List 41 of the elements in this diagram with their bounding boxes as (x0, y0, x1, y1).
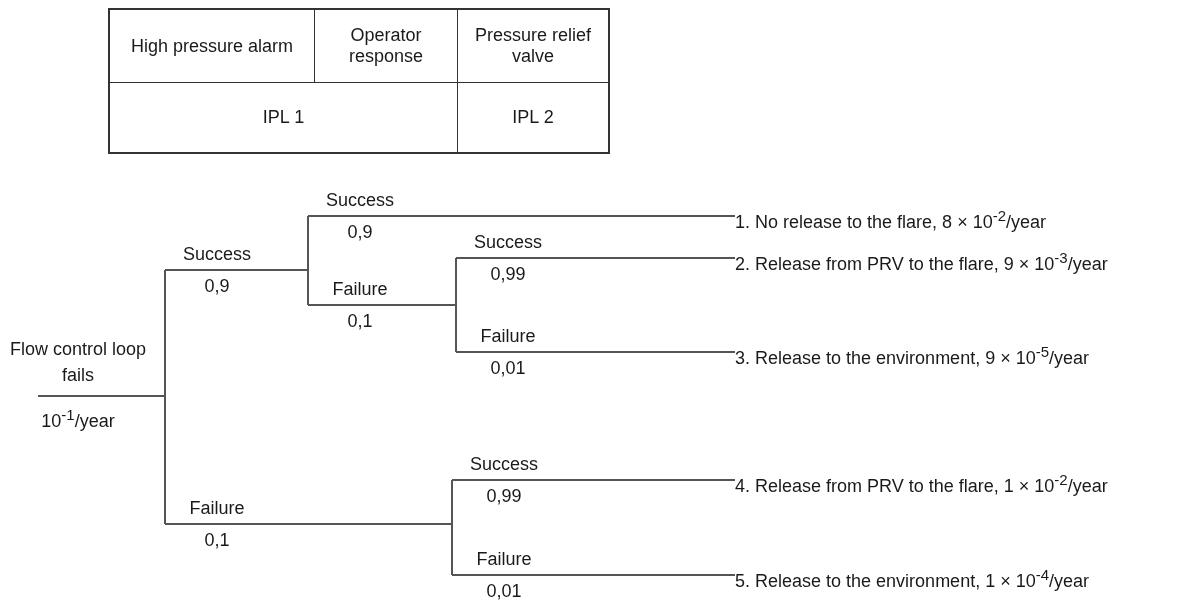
tree-line (599, 574, 736, 576)
probability-label: 0,01 (486, 580, 522, 602)
branch-state-label: Success (183, 243, 251, 265)
tree-line (599, 479, 736, 481)
outcome-label: 2. Release from PRV to the flare, 9 × 10$^{-3}$/year (735, 246, 1108, 276)
branch-state-label: Failure (332, 278, 388, 300)
layer-label: IPL 1 (262, 107, 305, 127)
branch-state-label: Failure (189, 497, 245, 519)
layer-label: IPL 2 (512, 107, 554, 127)
branch-state-label: Failure (476, 548, 532, 570)
event-label: Flow control loop fails (8, 338, 148, 387)
tree-line (599, 257, 736, 259)
probability-label: 0,1 (204, 529, 230, 551)
branch-state-label: Failure (480, 325, 536, 347)
probability-label: 0,99 (490, 263, 526, 285)
tree-line (307, 269, 309, 306)
probability-label: 0,01 (490, 357, 526, 379)
tree-line (455, 304, 457, 353)
tree-line (451, 479, 453, 525)
tree-line (451, 523, 453, 576)
probability-label: 0,99 (486, 485, 522, 507)
outcome-label: 4. Release from PRV to the flare, 1 × 10$^{-2}$/year (735, 468, 1108, 498)
probability-label: 0,9 (204, 275, 230, 297)
outcome-label: 3. Release to the environment, 9 × 10$^{-5}$/year (735, 340, 1090, 370)
branch-state-label: Success (474, 231, 542, 253)
probability-label: 0,1 (347, 310, 373, 332)
tree-line (459, 215, 736, 217)
tree-line (599, 351, 736, 353)
column-header: Pressure relief valve (473, 25, 592, 67)
branch-state-label: Success (326, 189, 394, 211)
outcome-label: 1. No release to the flare, 8 × 10$^{-2}$/year (735, 204, 1047, 234)
column-header: Operator response (347, 25, 425, 67)
tree-line (164, 395, 166, 525)
tree-line (455, 257, 457, 306)
outcome-label: 5. Release to the environment, 1 × 10$^{-4}$/year (735, 563, 1090, 593)
branch-state-label: Success (470, 453, 538, 475)
tree-line (307, 215, 309, 271)
tree-line (164, 269, 166, 397)
column-header: High pressure alarm (130, 35, 294, 57)
probability-label: 0,9 (347, 221, 373, 243)
frequency-label: 10$^{-1}$/year (41, 405, 115, 432)
